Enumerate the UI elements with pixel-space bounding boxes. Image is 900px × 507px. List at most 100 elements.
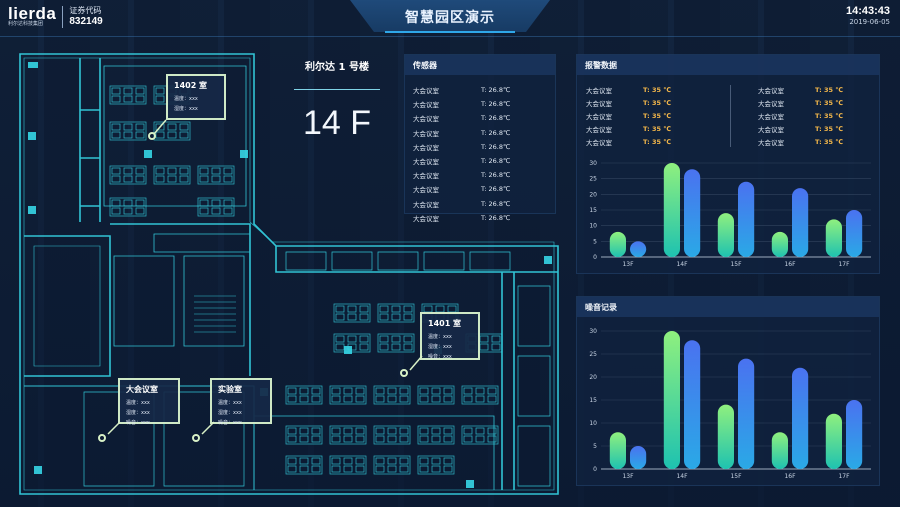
y-tick-label: 15: [589, 207, 597, 214]
y-tick-label: 25: [589, 351, 597, 358]
y-tick-label: 0: [593, 254, 597, 261]
alarm-row[interactable]: 大会议室 T: 35 ℃: [586, 96, 706, 109]
y-tick-label: 20: [589, 191, 597, 198]
room-pointer-1401: [409, 355, 423, 371]
header-bar: lierda 利尔达科技集团 证券代码 832149 智慧园区演示 14:43:…: [0, 0, 900, 36]
room-card-1402[interactable]: 1402 室 温度：xxx 湿度：xxx: [166, 74, 226, 120]
alarm-panel-title: 报警数据: [585, 60, 617, 70]
alarm-value: T: 35 ℃: [643, 111, 672, 120]
sensor-name: 大会议室: [413, 115, 439, 124]
x-tick-label: 17F: [838, 473, 850, 480]
room-pin-meeting[interactable]: [98, 434, 106, 442]
stock-code-label: 证券代码: [69, 6, 102, 15]
alarm-row[interactable]: 大会议室 T: 35 ℃: [586, 109, 706, 122]
sensor-value: T: 26.8℃: [481, 185, 511, 194]
y-tick-label: 20: [589, 374, 597, 381]
sensor-row[interactable]: 大会议室 T: 26.8℃: [413, 182, 555, 196]
floor-indicator[interactable]: 14 F: [302, 104, 372, 142]
y-tick-label: 15: [589, 397, 597, 404]
sensor-name: 大会议室: [413, 158, 439, 167]
x-tick-label: 13F: [622, 261, 634, 268]
bar: [663, 331, 680, 469]
y-tick-label: 10: [589, 223, 597, 230]
alarm-name: 大会议室: [758, 99, 784, 108]
y-tick-label: 30: [589, 328, 597, 335]
room-pin-lab[interactable]: [192, 434, 200, 442]
room-pin-1402[interactable]: [148, 132, 156, 140]
alarm-row[interactable]: 大会议室 T: 35 ℃: [758, 109, 878, 122]
y-tick-label: 0: [593, 466, 597, 473]
sensor-name: 大会议室: [413, 200, 439, 209]
bar: [771, 231, 788, 257]
sensor-panel: 传感器 大会议室 T: 26.8℃ 大会议室 T: 26.8℃ 大会议室 T: 26.8℃…: [404, 54, 556, 223]
room-card-1401[interactable]: 1401 室 温度：xxx 湿度：xxx 噪音：xxx: [420, 312, 480, 360]
sensor-value: T: 26.8℃: [481, 114, 511, 123]
alarm-value: T: 35 ℃: [815, 137, 844, 146]
sensor-row[interactable]: 大会议室 T: 26.8℃: [413, 154, 555, 168]
floor-plan-drawing: [19, 53, 559, 495]
x-tick-label: 15F: [730, 261, 742, 268]
sensor-name: 大会议室: [413, 186, 439, 195]
alarm-row[interactable]: 大会议室 T: 35 ℃: [758, 122, 878, 135]
alarm-name: 大会议室: [586, 86, 612, 95]
floor-plan[interactable]: [14, 46, 572, 500]
title-tab: [350, 0, 550, 32]
alarm-name: 大会议室: [758, 112, 784, 121]
bar: [825, 219, 842, 257]
alarm-value: T: 35 ℃: [815, 111, 844, 120]
bar: [717, 213, 734, 257]
sensor-row[interactable]: 大会议室 T: 26.8℃: [413, 111, 555, 125]
header-divider: [0, 36, 900, 37]
bar: [630, 241, 647, 257]
alarm-value: T: 35 ℃: [643, 137, 672, 146]
alarm-name: 大会议室: [586, 99, 612, 108]
sensor-panel-title: 传感器: [413, 60, 437, 70]
room-title: 1401 室: [428, 319, 462, 328]
sensor-value: T: 26.8℃: [481, 157, 511, 166]
bar: [738, 181, 755, 257]
room-temperature: 温度：xxx: [174, 96, 198, 102]
alarm-value: T: 35 ℃: [815, 124, 844, 133]
room-pin-1401[interactable]: [400, 369, 408, 377]
alarm-name: 大会议室: [586, 112, 612, 121]
noise-panel-header: 噪音记录: [577, 297, 879, 317]
bar: [792, 188, 809, 257]
alarm-panel-header: 报警数据: [577, 55, 879, 75]
x-tick-label: 16F: [784, 261, 796, 268]
alarm-value: T: 35 ℃: [643, 98, 672, 107]
bar: [630, 446, 647, 469]
logo-subtitle: 利尔达科技集团: [8, 20, 44, 27]
building-name: 利尔达 1 号楼: [305, 62, 369, 73]
room-card-lab[interactable]: 实验室 温度：xxx 湿度：xxx 噪音：xxx: [210, 378, 272, 426]
alarm-divider: [730, 85, 731, 147]
bar: [771, 432, 788, 469]
bar: [684, 340, 701, 469]
room-pointer-lab: [201, 421, 215, 435]
x-tick-label: 17F: [838, 261, 850, 268]
room-card-meeting[interactable]: 大会议室 温度：xxx 湿度：xxx 噪音：xxx: [118, 378, 180, 426]
noise-panel-title: 噪音记录: [585, 302, 617, 312]
bar: [684, 169, 701, 257]
alarm-name: 大会议室: [758, 125, 784, 134]
clock-time: 14:43:43: [845, 5, 890, 17]
sensor-name: 大会议室: [413, 87, 439, 96]
stock-code: 832149: [69, 16, 103, 27]
bar: [663, 163, 680, 257]
